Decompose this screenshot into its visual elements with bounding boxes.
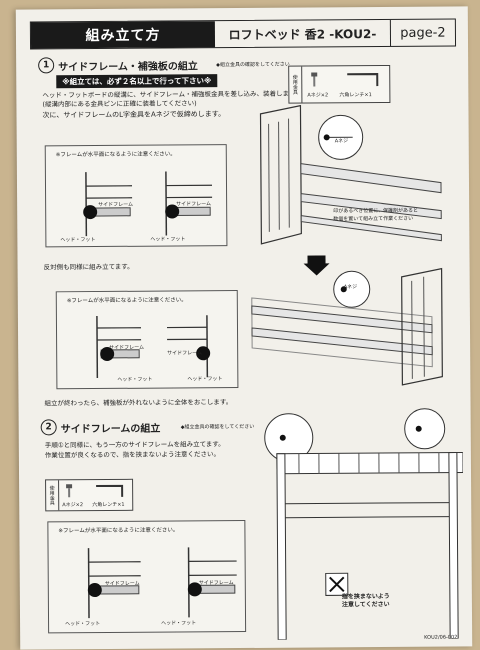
step1-line-3: 次に、サイドフレームのL字金具をAネジで仮締めします。 [42,110,225,120]
step1-detail-box-b: ※フレームが水平面になるように注意ください。 サイドフレーム サイドフレーム ヘ… [56,290,239,389]
step2-line-1: 手順①と同様に、もう一方のサイドフレームを組み立てます。 [45,440,225,450]
parts-box: 使用金具 Aネジ×2 六角レンチ×1 [288,65,390,104]
frame-joint-diagram-step2 [48,521,245,632]
hex-wrench-icon [347,74,377,86]
step2-check-note: ◆組立金具の確認をしてください [181,423,255,431]
label-head-foot-e: ヘッド・フット [65,620,100,627]
parts-label: 使用金具 [289,67,302,103]
caution-line-2: 注意してください [342,599,390,608]
section-title: 組み立て方 [31,21,215,48]
step2-box-caption: ※フレームが水平面になるように注意ください。 [58,525,178,534]
label-side-frame-d: サイドフレーム [167,349,202,356]
label-head-foot-d: ヘッド・フット [187,375,222,382]
parts-icons [307,70,385,91]
label-side-frame-b: サイドフレーム [176,200,211,207]
parts-box-step2: 使用金具 Aネジ×2 六角レンチ×1 [45,479,133,512]
step1-box-caption: ※フレームが水平面になるように注意ください。 [56,149,176,158]
step1-box-caption-b: ※フレームが水平面になるように注意ください。 [67,295,187,304]
label-head-foot-f: ヘッド・フット [161,619,196,626]
step2-detail-box: ※フレームが水平面になるように注意ください。 サイドフレーム サイドフレーム ヘ… [47,520,246,633]
parts-icons-step2 [62,483,128,499]
parts-wrench: 六角レンチ×1 [339,91,371,98]
step1-title: サイドフレーム・補強板の組立 [58,57,198,73]
instruction-sheet: 組み立て方 ロフトベッド 香2 -KOU2- page-2 1 サイドフレーム・… [16,6,472,649]
step1-check-note: ◆組立金具の確認をしてください [216,61,290,69]
step2-number: 2 [41,419,57,435]
screw-icon [311,72,317,86]
reverse-note: 反対側も同様に組み立てます。 [44,263,134,273]
product-name: ロフトベッド 香2 -KOU2- [215,20,391,47]
frame-joint-diagram-b [57,291,238,388]
step1-number: 1 [38,57,54,73]
step1-detail-box-a: ※フレームが水平面になるように注意ください。 サイドフレーム サイドフレーム ヘ… [45,144,228,247]
parts-screw-step2: Aネジ×2 [62,501,83,508]
tool-note-2: 数個を置いて組み立て作業ください [333,215,413,223]
parts-screw: Aネジ×2 [307,91,328,98]
tool-note-1: 印があるべき位置に、保護剤があると [333,207,418,215]
label-side-frame-f: サイドフレーム [199,579,234,586]
label-side-frame-e: サイドフレーム [105,580,140,587]
step1-isometric-diagram-a [230,102,461,254]
step1-warning: ※組立ては、必ず２名以上で行って下さい※ [56,74,217,88]
screw-icon [66,484,72,497]
label-head-foot-a: ヘッド・フット [60,236,95,243]
page-number: page-2 [391,20,455,46]
hex-wrench-icon [96,486,122,497]
label-head-foot-c: ヘッド・フット [117,376,152,383]
parts-wrench-step2: 六角レンチ×1 [92,501,124,508]
frame-joint-diagram [46,145,227,246]
label-side-frame-c: サイドフレーム [109,344,144,351]
step2-line-2: 作業位置が良くなるので、指を挟まないよう注意ください。 [45,450,220,460]
label-side-frame-a: サイドフレーム [98,201,133,208]
step1-line-2: (縦溝内部にある金具ピンに正確に装着してください) [42,99,196,109]
done-note: 組立が終わったら、補強板が外れないように全体をおこします。 [44,398,232,408]
label-head-foot-b: ヘッド・フット [150,235,185,242]
parts-label-step2: 使用金具 [46,480,59,510]
screw-label-a: Aネジ [335,137,348,144]
screw-label-b: Aネジ [344,283,357,290]
page-header: 組み立て方 ロフトベッド 香2 -KOU2- page-2 [30,19,456,50]
step2-title: サイドフレームの組立 [61,420,161,436]
